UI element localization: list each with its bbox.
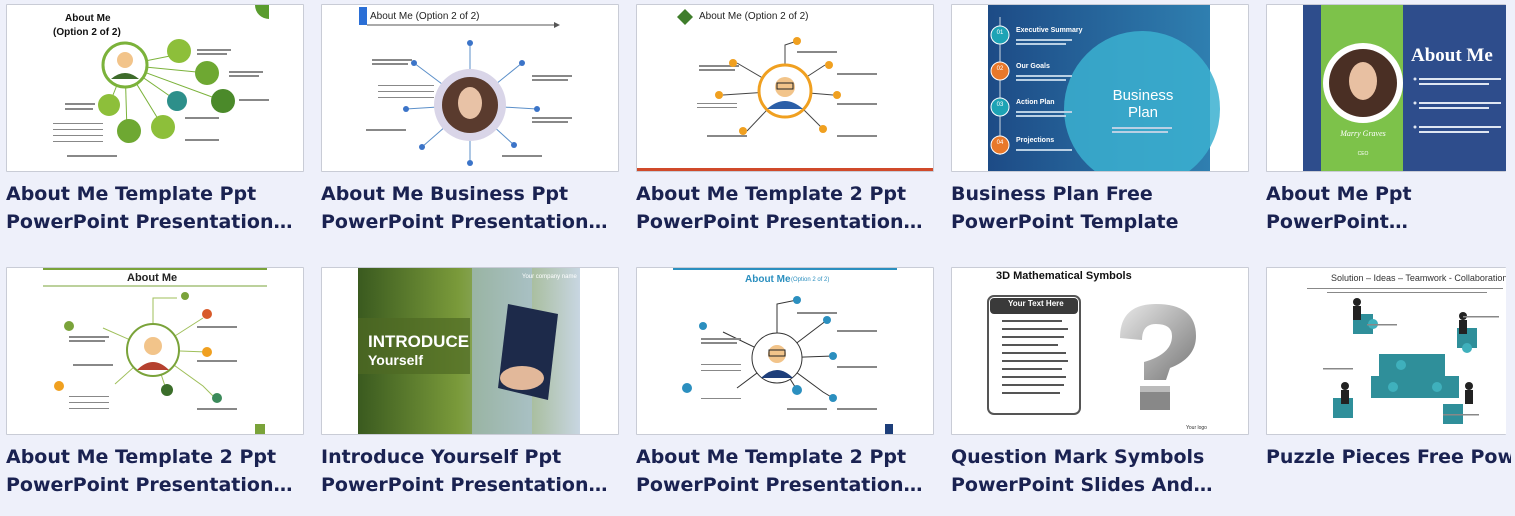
thumb-box-title: Your Text Here <box>1008 299 1064 308</box>
thumbnail-image[interactable]: About Me Marry Graves CEO <box>1266 4 1506 172</box>
thumb-heading: About Me <box>127 272 178 284</box>
result-title[interactable]: About Me Template 2 Ppt PowerPoint Prese… <box>636 446 923 496</box>
result-title[interactable]: About Me Business Ppt PowerPoint Present… <box>321 183 608 233</box>
thumbnail-image[interactable]: About Me (Option 2 of 2) <box>636 267 934 435</box>
thumbnail-image[interactable]: Solution – Ideas – Teamwork - Collaborat… <box>1266 267 1506 435</box>
result-title[interactable]: Question Mark Symbols PowerPoint Slides … <box>951 446 1205 496</box>
result-card[interactable]: About Me (Option 2 of 2) About Me Templa… <box>6 4 304 244</box>
thumb-heading: About Me (Option 2 of 2) <box>699 11 809 22</box>
step-number: 02 <box>996 66 1004 72</box>
thumb-heading: About Me <box>745 274 791 285</box>
thumb-subheading: (Option 2 of 2) <box>791 277 830 283</box>
thumb-subheading: Yourself <box>368 352 423 368</box>
result-title[interactable]: Business Plan Free PowerPoint Template <box>951 183 1179 233</box>
result-title[interactable]: About Me Template 2 Ppt PowerPoint Prese… <box>636 183 923 233</box>
result-card[interactable]: About Me (Option 2 of 2) About Me Templa… <box>636 4 934 244</box>
result-card[interactable]: Your company name INTRODUCE Yourself Int… <box>321 267 619 507</box>
step-label: Executive Summary <box>1016 27 1083 34</box>
thumb-company-name: Your company name <box>522 274 577 280</box>
thumbnail-image[interactable]: About Me (Option 2 of 2) <box>6 4 304 172</box>
result-card[interactable]: About Me About Me Template 2 Ppt PowerPo… <box>6 267 304 507</box>
step-number: 04 <box>996 140 1004 146</box>
thumb-heading: About Me (Option 2 of 2) <box>370 11 480 22</box>
thumbnail-image[interactable]: About Me (Option 2 of 2) <box>321 4 619 172</box>
result-card[interactable]: About Me (Option 2 of 2) About Me Templa… <box>636 267 934 507</box>
thumbnail-image[interactable]: 01 02 03 04 Executive Summary Our Goals … <box>951 4 1249 172</box>
thumbnail-image[interactable]: About Me (Option 2 of 2) <box>636 4 934 172</box>
thumbnail-image[interactable]: Your company name INTRODUCE Yourself <box>321 267 619 435</box>
result-title[interactable]: Introduce Yourself Ppt PowerPoint Presen… <box>321 446 608 496</box>
step-number: 01 <box>996 30 1004 36</box>
result-card[interactable]: 01 02 03 04 Executive Summary Our Goals … <box>951 4 1249 244</box>
result-card[interactable]: About Me (Option 2 of 2) About Me Busine… <box>321 4 619 244</box>
thumbnail-image[interactable]: About Me <box>6 267 304 435</box>
thumb-logo-text: Your logo <box>1186 425 1207 431</box>
result-card[interactable]: 3D Mathematical Symbols Your Text Here Y… <box>951 267 1249 507</box>
step-label: Our Goals <box>1016 63 1050 70</box>
step-label: Projections <box>1016 137 1055 144</box>
step-number: 03 <box>996 102 1004 108</box>
result-title[interactable]: About Me Template 2 Ppt PowerPoint Prese… <box>6 446 293 496</box>
thumb-heading: About Me <box>1411 45 1493 66</box>
thumb-subheading: (Option 2 of 2) <box>53 27 121 38</box>
thumb-person-role: CEO <box>1357 151 1369 157</box>
thumb-heading: About Me <box>65 13 111 24</box>
thumb-person-name: Marry Graves <box>1340 129 1386 138</box>
result-title[interactable]: About Me Ppt PowerPoint Presentation Inf… <box>1266 183 1412 233</box>
result-title[interactable]: Puzzle Pieces Free PowerPoint Slide <box>1266 446 1511 468</box>
step-label: Action Plan <box>1016 99 1055 106</box>
result-card[interactable]: About Me Marry Graves CEO About Me Ppt P… <box>1266 4 1515 244</box>
thumb-heading: Solution – Ideas – Teamwork - Collaborat… <box>1331 273 1506 283</box>
thumb-heading: INTRODUCE <box>368 332 470 351</box>
result-title[interactable]: About Me Template Ppt PowerPoint Present… <box>6 183 293 233</box>
thumb-heading: 3D Mathematical Symbols <box>996 270 1132 282</box>
thumb-center-title: Business Plan <box>1112 87 1174 121</box>
thumbnail-image[interactable]: 3D Mathematical Symbols Your Text Here Y… <box>951 267 1249 435</box>
result-card[interactable]: Solution – Ideas – Teamwork - Collaborat… <box>1266 267 1515 507</box>
